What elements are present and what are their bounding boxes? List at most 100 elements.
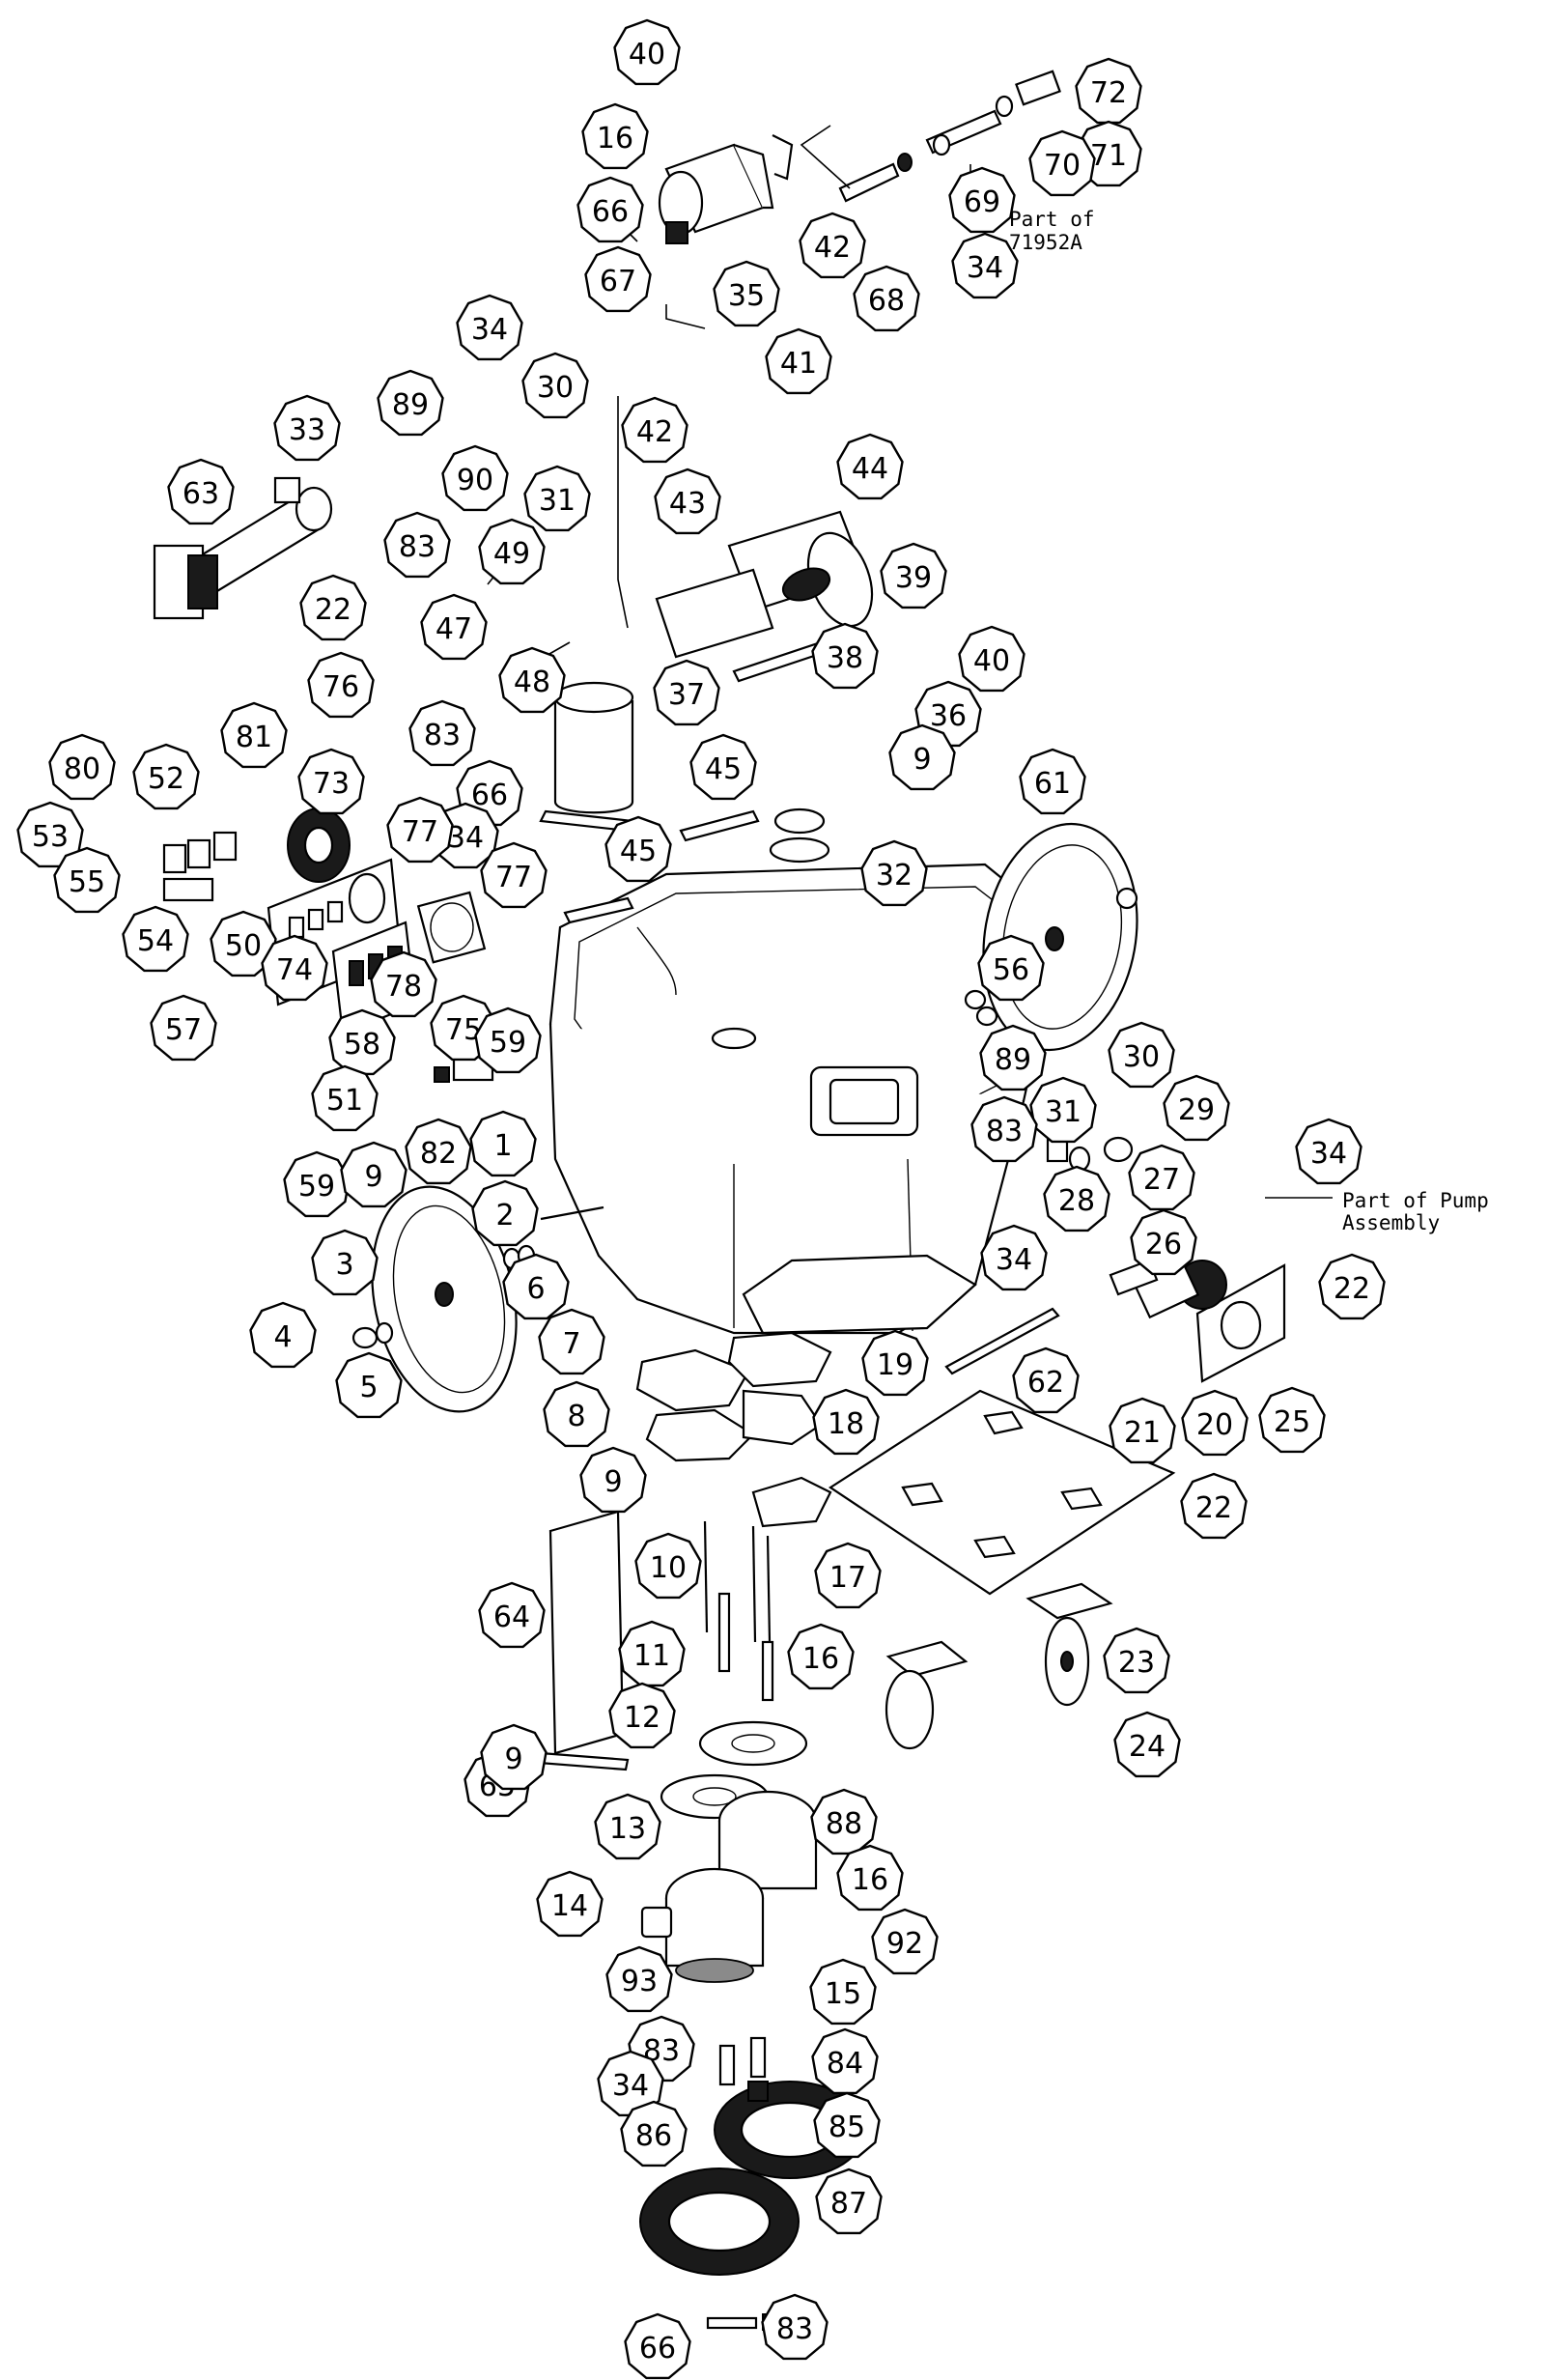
callout-18: 18 [812,1388,880,1456]
callout-86: 86 [620,2100,688,2168]
fitting [747,2081,769,2102]
callout-93: 93 [605,1945,673,2013]
callout-bubble [713,260,780,327]
callout-number: 53 [32,820,69,854]
callout-25: 25 [1258,1386,1326,1454]
callout-number: 37 [668,678,705,712]
axle-nut [351,1326,379,1349]
callout-74: 74 [261,934,328,1002]
callout-number: 10 [650,1551,687,1585]
callout-number: 3 [335,1248,353,1282]
callout-81: 81 [220,701,288,769]
callout-30: 30 [1108,1021,1175,1089]
callout-19: 19 [861,1329,929,1397]
callout-bubble [150,994,217,1062]
callout-bubble [1108,1021,1175,1089]
callout-bubble [576,176,644,243]
callout-34: 34 [456,294,523,361]
callout-66: 66 [576,176,644,243]
callout-bubble [480,841,548,909]
callout-22: 22 [1180,1472,1248,1540]
callout-number: 59 [490,1026,526,1060]
callout-number: 64 [493,1601,530,1634]
callout-bubble [471,1179,539,1247]
callout-number: 40 [629,38,665,71]
callout-bubble [977,934,1045,1002]
hose-coil [639,2081,866,2276]
callout-bubble [307,651,375,719]
callout-bubble [620,2100,688,2168]
callout-57: 57 [150,994,217,1062]
switch-ring [769,836,830,864]
callout-number: 48 [514,666,550,699]
callout-84: 84 [811,2027,879,2095]
callout-27: 27 [1128,1144,1195,1211]
fitting [718,2044,736,2086]
callout-bubble [1318,1253,1386,1320]
rod-sleeve [761,1640,774,1702]
callout-number: 77 [402,815,438,849]
rod [751,1525,757,1643]
callout-number: 66 [639,2332,676,2366]
callout-bubble [536,1870,604,1938]
callout-bubble [836,433,904,500]
callout-number: 66 [592,195,629,229]
callout-bubble [888,723,956,791]
callout-bubble [654,468,721,535]
callout-34: 34 [980,1224,1048,1291]
callout-number: 16 [802,1642,839,1676]
callout-bubble [787,1623,855,1690]
callout-73: 73 [297,748,365,815]
callout-number: 69 [964,185,1000,219]
callout-number: 67 [600,265,636,298]
callout-number: 34 [967,251,1003,285]
callout-22: 22 [1318,1253,1386,1320]
callout-16: 16 [836,1844,904,1912]
callout-61: 61 [1019,748,1086,815]
fitting [1103,1136,1134,1163]
callout-59: 59 [474,1006,542,1074]
callout-number: 73 [313,767,350,801]
callout-bubble [624,2312,691,2380]
bracket [563,896,634,924]
callout-number: 76 [323,670,359,704]
rod-sleeve [717,1592,731,1673]
callout-number: 61 [1034,767,1071,801]
callout-bubble [608,1682,676,1749]
callout-bubble [1019,748,1086,815]
vacuum-motor [640,1790,818,1983]
switch-block [162,831,238,902]
callout-89: 89 [377,369,444,437]
callout-number: 17 [829,1561,866,1595]
callout-number: 58 [344,1028,380,1062]
callout-50: 50 [210,910,277,978]
callout-number: 22 [315,593,351,627]
callout-bubble [958,625,1025,693]
callout-43: 43 [654,468,721,535]
callout-number: 47 [435,612,472,646]
callout-number: 83 [399,530,435,564]
callout-bubble [1012,1346,1080,1414]
callout-number: 40 [973,644,1010,678]
callout-number: 2 [495,1199,514,1232]
callout-number: 15 [825,1977,861,2011]
callout-bubble [441,444,509,512]
callout-53: 53 [16,801,84,868]
part-drawings [153,70,1333,2331]
callout-bubble [474,1006,542,1074]
callout-number: 87 [830,2187,867,2221]
callout-number: 45 [705,752,742,786]
callout-bubble [951,232,1019,299]
callout-bubble [311,1064,379,1132]
callout-number: 27 [1143,1163,1180,1197]
callout-bubble [386,796,454,864]
callout-59: 59 [283,1150,351,1218]
callout-bubble [1258,1386,1326,1454]
callout-58: 58 [328,1008,396,1076]
base-plate [828,1389,1176,1596]
callout-bubble [383,511,451,579]
valve [1046,1138,1069,1163]
callout-15: 15 [809,1958,877,2026]
callout-number: 21 [1124,1416,1161,1450]
